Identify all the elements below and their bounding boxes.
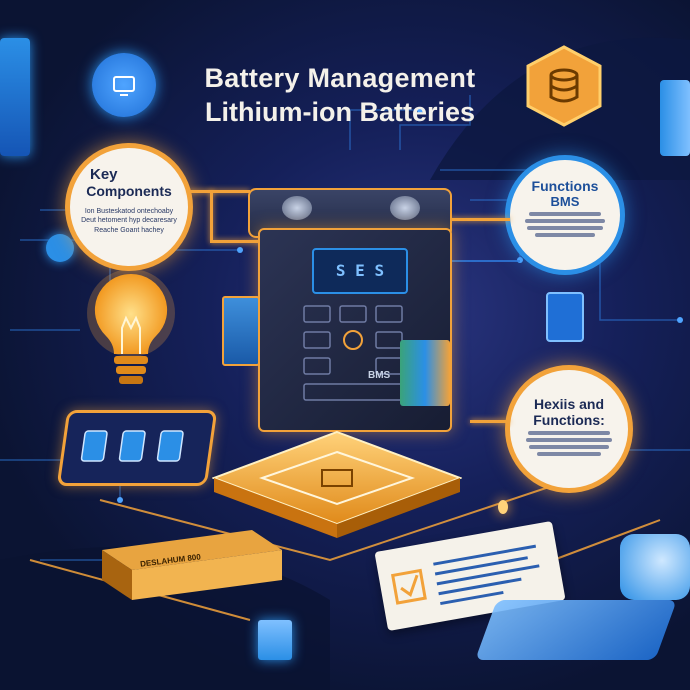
glow-dot: [498, 500, 508, 514]
health-functions-heading-1: Hexiis and: [533, 396, 605, 412]
monitor-icon: [92, 53, 156, 117]
document-icon: [390, 544, 540, 606]
battery-module-left: [222, 296, 260, 366]
database-icon: [526, 45, 602, 127]
terminal-icon: [390, 196, 420, 220]
health-functions-heading-2: Functions:: [533, 412, 605, 428]
document-card: [374, 520, 566, 632]
text-line: [535, 233, 595, 237]
key-components-bubble: Key Components Ion Busteskatod ontechoab…: [70, 148, 188, 266]
key-components-heading-2: Components: [86, 183, 172, 199]
key-components-heading-1: Key: [90, 166, 118, 183]
sensor-module: [546, 292, 584, 342]
battery-cells-panel: [56, 410, 218, 486]
light-device: [620, 534, 690, 600]
text-line: [529, 212, 601, 216]
wire: [470, 420, 510, 423]
text-line: [526, 438, 612, 442]
tablet-graphic: [475, 600, 677, 660]
bms-display: S E S: [312, 248, 408, 294]
text-line: [537, 452, 601, 456]
health-functions-bubble: Hexiis and Functions:: [510, 370, 628, 488]
text-line: [527, 226, 603, 230]
charging-pad: [211, 430, 463, 540]
key-components-line-1: Ion Busteskatod ontechoaby: [84, 208, 174, 215]
battery-pack: DESLAHUM 800: [92, 530, 282, 600]
terminal-icon: [282, 196, 312, 220]
functions-bms-heading-1: Functions: [531, 178, 599, 194]
cube-graphic: [258, 620, 292, 660]
wire: [210, 190, 213, 240]
server-graphic: [660, 80, 690, 156]
wire: [440, 218, 510, 221]
page-title: Battery Management Lithium-ion Batteries: [150, 62, 530, 130]
wire: [440, 260, 520, 262]
functions-bms-bubble: Functions BMS: [510, 160, 620, 270]
battery-cells-icon: [80, 430, 184, 462]
battery-module-right: [400, 340, 450, 406]
key-components-line-2: Deut hetoment hyp decaresary: [81, 217, 177, 225]
text-line: [525, 219, 605, 223]
wire: [210, 240, 280, 243]
text-line: [529, 445, 609, 449]
title-line-2: Lithium-ion Batteries: [204, 96, 475, 127]
bms-label: BMS: [368, 370, 391, 381]
text-line: [528, 431, 610, 435]
key-components-line-3: Reache Goant hachey: [94, 226, 164, 234]
lightbulb-icon: [87, 269, 175, 384]
functions-bms-heading-2: BMS: [550, 194, 580, 209]
title-line-1: Battery Management: [204, 63, 476, 93]
phone-graphic: [0, 38, 30, 156]
wire: [188, 190, 250, 193]
node-icon: [46, 234, 74, 262]
